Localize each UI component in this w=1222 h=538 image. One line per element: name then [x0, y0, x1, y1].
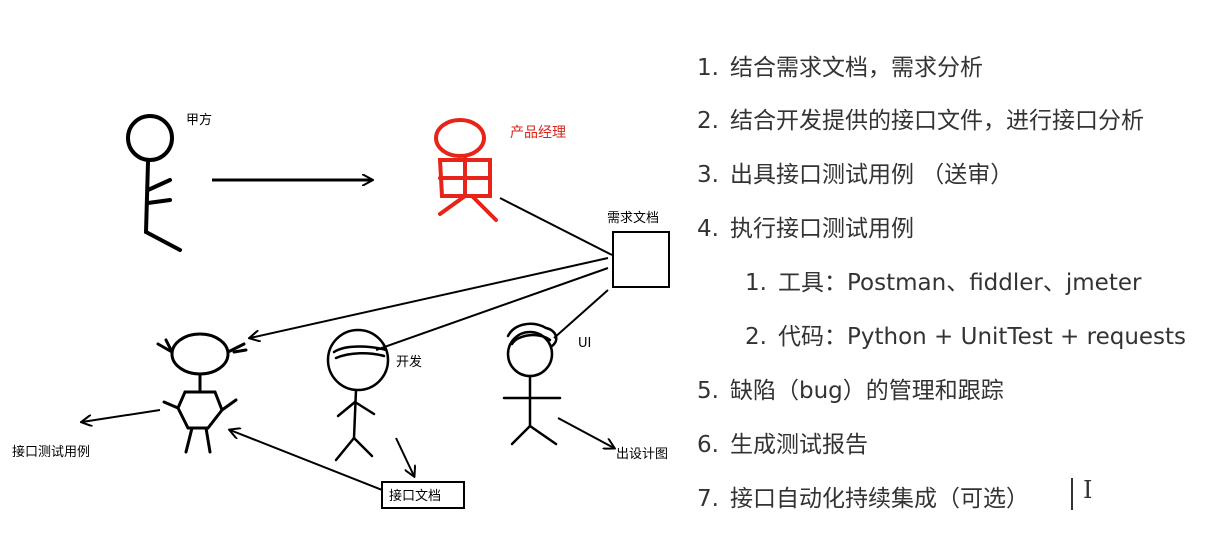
step-number: 3.: [697, 162, 719, 188]
step-text: 出具接口测试用例 （送审）: [730, 162, 1014, 188]
step-2: 2. 结合开发提供的接口文件，进行接口分析: [697, 101, 1144, 135]
doc-to-developer-line: [375, 267, 609, 351]
step-3: 3. 出具接口测试用例 （送审）: [697, 155, 1013, 189]
step-number: 7.: [697, 486, 719, 512]
step-6: 6. 生成测试报告: [697, 425, 868, 459]
step-4-sub-2: 2. 代码：Python + UnitTest + requests: [745, 317, 1186, 351]
developer-to-api-doc-arrow: [395, 437, 414, 476]
requirements-doc-label: 需求文档: [607, 211, 659, 226]
ui-designer-figure: [502, 322, 562, 446]
step-7: 7. 接口自动化持续集成（可选）: [697, 479, 1029, 513]
step-5: 5. 缺陷（bug）的管理和跟踪: [697, 371, 1004, 405]
step-number: 1.: [697, 55, 719, 81]
workflow-diagram: 甲方 产品经理 需求文档 接口测试用例: [12, 112, 670, 509]
step-text: 结合开发提供的接口文件，进行接口分析: [730, 108, 1144, 134]
step-number: 6.: [697, 432, 719, 458]
step-text: 缺陷（bug）的管理和跟踪: [730, 378, 1004, 404]
step-text: 工具：Postman、fiddler、jmeter: [778, 270, 1142, 296]
step-text: 代码：Python + UnitTest + requests: [778, 324, 1187, 350]
design-output-label: 出设计图: [616, 447, 668, 462]
step-4: 4. 执行接口测试用例: [697, 209, 914, 243]
api-doc-box: [381, 481, 465, 509]
step-number: 1.: [745, 270, 767, 296]
step-number: 5.: [697, 378, 719, 404]
api-doc-to-tester-arrow: [230, 430, 383, 491]
developer-figure: [326, 328, 390, 462]
doc-to-ui-line: [553, 289, 609, 339]
step-number: 2.: [697, 108, 719, 134]
party-a-figure: [126, 114, 182, 252]
steps-list: 1. 结合需求文档，需求分析 2. 结合开发提供的接口文件，进行接口分析 3. 出具接…: [697, 0, 1217, 538]
tester-to-cases-arrow: [82, 409, 161, 422]
step-4-sub-1: 1. 工具：Postman、fiddler、jmeter: [745, 263, 1141, 297]
api-doc-label: 接口文档: [389, 488, 441, 504]
step-text: 执行接口测试用例: [730, 216, 914, 242]
requirements-doc-box: [612, 231, 670, 288]
step-number: 4.: [697, 216, 719, 242]
step-1: 1. 结合需求文档，需求分析: [697, 48, 983, 82]
developer-label: 开发: [396, 354, 422, 370]
product-manager-label: 产品经理: [510, 125, 566, 141]
tester-figure: [156, 332, 248, 454]
ui-label: UI: [578, 336, 591, 351]
step-text: 接口自动化持续集成（可选）: [730, 486, 1029, 512]
ui-to-design-arrow: [557, 417, 614, 448]
step-text: 结合需求文档，需求分析: [730, 55, 983, 81]
doc-to-tester-arrow: [250, 257, 609, 338]
ibeam-cursor-icon: I: [1083, 476, 1093, 504]
api-test-cases-label: 接口测试用例: [12, 444, 90, 460]
product-manager-figure: [434, 118, 498, 222]
text-cursor-icon: [1071, 478, 1073, 510]
step-text: 生成测试报告: [730, 432, 868, 458]
step-number: 2.: [745, 324, 767, 350]
pm-to-doc-line: [499, 197, 613, 256]
party-a-label: 甲方: [186, 112, 212, 128]
